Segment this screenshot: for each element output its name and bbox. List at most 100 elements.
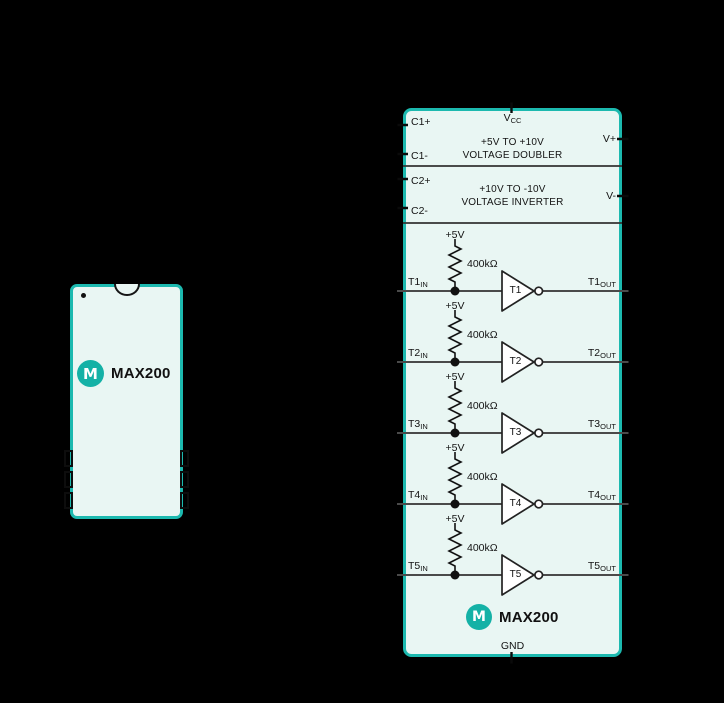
resistor-value-label: 400kΩ [467, 471, 498, 483]
output-pin-label: T3OUT [588, 419, 616, 432]
inverter-bubble-icon [534, 499, 544, 509]
gate-name-label: T5 [509, 569, 522, 580]
output-sub: OUT [600, 351, 616, 360]
resistor-icon [447, 452, 463, 504]
maxim-logo-icon: M [77, 360, 104, 387]
supply-label: +5V [445, 300, 465, 312]
dip-pin-stub [180, 450, 189, 467]
supply-label: +5V [445, 442, 465, 454]
transmitter-circuit-t2 [397, 310, 629, 383]
gate-name-label: T4 [509, 498, 522, 509]
resistor-icon [447, 310, 463, 362]
transmitter-row-t3: +5V 400kΩ T3IN T3 T3OUT [403, 372, 622, 442]
supply-label: +5V [445, 371, 465, 383]
package-notch-icon [113, 284, 140, 296]
output-pin-label: T1OUT [588, 277, 616, 290]
pin-label-gnd: GND [500, 640, 525, 652]
pin1-indicator-dot [81, 293, 86, 298]
transmitter-circuit-t4 [397, 452, 629, 525]
resistor-icon [447, 381, 463, 433]
output-main: T4 [587, 489, 601, 501]
gate-name-label: T1 [509, 285, 522, 296]
transmitter-row-t4: +5V 400kΩ T4IN T4 T4OUT [403, 443, 622, 513]
output-pin-label: T4OUT [588, 490, 616, 503]
input-main: T3 [408, 418, 421, 430]
dip-package: M MAX200 [64, 284, 189, 519]
voltage-doubler-title: +5V TO +10V VOLTAGE DOUBLER [403, 136, 622, 162]
pin-label-v-minus: V- [606, 190, 616, 202]
junction-dot [450, 428, 460, 438]
junction-dot [450, 357, 460, 367]
dip-pin-stub [64, 471, 73, 488]
voltage-inverter-title: +10V TO -10V VOLTAGE INVERTER [403, 183, 622, 209]
transmitter-row-t1: +5V 400kΩ T1IN T1 T1OUT [403, 230, 622, 300]
resistor-value-label: 400kΩ [467, 400, 498, 412]
brand-row: M MAX200 [77, 360, 171, 387]
inverter-triangle-icon [501, 554, 535, 596]
pin-label-vcc: VCC [403, 113, 622, 126]
input-sub: IN [420, 351, 428, 360]
dip-pin-stub [64, 450, 73, 467]
dip-pin-stub [180, 471, 189, 488]
inverter-line1: +10V TO -10V [479, 184, 546, 195]
supply-label: +5V [445, 513, 465, 525]
input-main: T1 [408, 276, 421, 288]
output-main: T3 [587, 418, 601, 430]
input-pin-label: T2IN [408, 348, 428, 361]
junction-dot [450, 499, 460, 509]
input-pin-label: T4IN [408, 490, 428, 503]
gate-name-label: T3 [509, 427, 522, 438]
resistor-value-label: 400kΩ [467, 258, 498, 270]
gate-name-label: T2 [509, 356, 522, 367]
junction-dot [450, 286, 460, 296]
input-main: T5 [408, 560, 421, 572]
inverter-line2: VOLTAGE INVERTER [461, 197, 564, 208]
resistor-icon [447, 523, 463, 575]
resistor-value-label: 400kΩ [467, 542, 498, 554]
input-sub: IN [420, 564, 428, 573]
input-main: T4 [408, 489, 421, 501]
input-pin-label: T5IN [408, 561, 428, 574]
pin-label-c2-minus: C2- [411, 205, 428, 217]
inverter-triangle-icon [501, 270, 535, 312]
output-sub: OUT [600, 493, 616, 502]
output-pin-label: T5OUT [588, 561, 616, 574]
output-main: T2 [587, 347, 601, 359]
input-pin-label: T3IN [408, 419, 428, 432]
vcc-sub: CC [510, 116, 522, 125]
transmitter-row-t5: +5V 400kΩ T5IN T5 T5OUT [403, 514, 622, 584]
input-sub: IN [420, 280, 428, 289]
transmitter-circuit-t5 [397, 523, 629, 596]
circuit-graphics [397, 102, 629, 664]
output-sub: OUT [600, 564, 616, 573]
part-number-label: MAX200 [499, 608, 559, 626]
supply-label: +5V [445, 229, 465, 241]
functional-diagram: C1+ VCC V+ +5V TO +10V VOLTAGE DOUBLER C… [397, 102, 629, 664]
vcc-main: V [503, 112, 511, 124]
dip-pin-stub [64, 492, 73, 509]
section-divider-lines [403, 165, 622, 224]
input-sub: IN [420, 422, 428, 431]
doubler-line2: VOLTAGE DOUBLER [462, 150, 563, 161]
resistor-icon [447, 239, 463, 291]
pin-lead-ticks [397, 102, 629, 664]
inverter-bubble-icon [534, 286, 544, 296]
transmitter-circuit-t3 [397, 381, 629, 454]
pin-label-v-plus: V+ [602, 133, 616, 145]
maxim-logo-icon: M [466, 604, 492, 630]
inverter-bubble-icon [534, 428, 544, 438]
input-main: T2 [408, 347, 421, 359]
inverter-triangle-icon [501, 341, 535, 383]
inverter-triangle-icon [501, 483, 535, 525]
output-main: T5 [587, 560, 601, 572]
input-pin-label: T1IN [408, 277, 428, 290]
input-sub: IN [420, 493, 428, 502]
inverter-bubble-icon [534, 357, 544, 367]
dip-pin-stub [180, 492, 189, 509]
brand-row: M MAX200 [466, 604, 559, 630]
resistor-value-label: 400kΩ [467, 329, 498, 341]
transmitter-row-t2: +5V 400kΩ T2IN T2 T2OUT [403, 301, 622, 371]
output-sub: OUT [600, 280, 616, 289]
pin-label-c1-minus: C1- [411, 150, 428, 162]
